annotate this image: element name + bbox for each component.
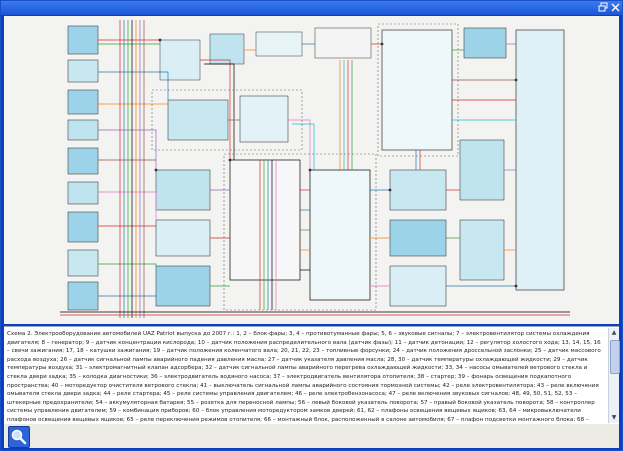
scroll-thumb[interactable] xyxy=(610,340,620,374)
magnifier-icon[interactable] xyxy=(8,426,30,448)
description-panel[interactable]: Схема 2. Электрооборудование автомобилей… xyxy=(4,326,620,424)
bottom-toolbar xyxy=(4,424,619,448)
vertical-scrollbar[interactable]: ▲ ▼ xyxy=(608,328,620,423)
restore-icon[interactable] xyxy=(598,2,609,13)
wiring-diagram-image xyxy=(60,20,570,318)
title-bar xyxy=(1,1,622,15)
diagram-viewport[interactable] xyxy=(4,16,619,324)
close-icon[interactable] xyxy=(610,2,621,13)
diagram-description-text: Схема 2. Электрооборудование автомобилей… xyxy=(7,331,601,422)
scroll-down-icon[interactable]: ▼ xyxy=(611,414,617,421)
scroll-up-icon[interactable]: ▲ xyxy=(611,329,617,336)
